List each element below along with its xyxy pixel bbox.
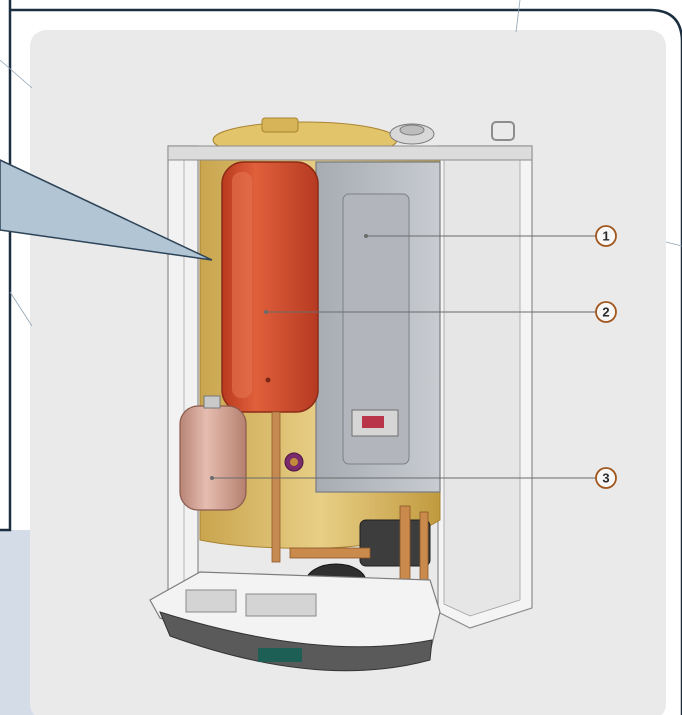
top-rail [167,145,533,161]
bottom-slot-left [185,589,237,613]
pipe-fitting-inner [290,458,298,466]
callout-3-label: 3 [602,471,609,486]
callout-1-circle [595,225,617,247]
vertical-pipe [271,411,281,563]
callout-3-circle [595,467,617,489]
flue-inner [399,124,425,136]
callout-1-label: 1 [602,229,609,244]
pipe-manifold [289,547,371,559]
guide-line-right [665,241,682,247]
guide-line-left-upper [0,59,33,89]
control-panel-inset [342,193,410,465]
callout-2-circle [595,301,617,323]
bottom-slot-right [245,593,317,617]
callout-3: 3 [595,467,617,489]
leader-dot-3 [210,476,214,480]
callout-1: 1 [595,225,617,247]
top-hook [491,121,515,141]
bottom-left-panel [0,530,34,715]
guide-line-left-lower [9,291,33,327]
pointer-callout [0,159,213,261]
callout-2: 2 [595,301,617,323]
leader-dot-1 [364,234,368,238]
hydraulic-pipe-1 [399,505,411,587]
expansion-vessel [179,405,247,511]
expansion-tank-valve [265,377,271,383]
leader-lines [212,235,596,479]
bottom-cover-face [159,611,433,672]
expansion-tank-highlight [232,172,252,398]
hydraulic-block [359,519,431,567]
expansion-vessel-cap [203,395,221,409]
casing-left-frame [167,145,199,601]
display-screen [362,416,384,428]
casing-right-inner [443,155,521,617]
top-cover-handle [261,117,299,133]
callout-2-label: 2 [602,305,609,320]
hydraulic-pipe-2 [419,511,429,585]
guide-line-top [515,0,521,33]
leader-dot-2 [264,310,268,314]
bottom-display [258,648,302,662]
